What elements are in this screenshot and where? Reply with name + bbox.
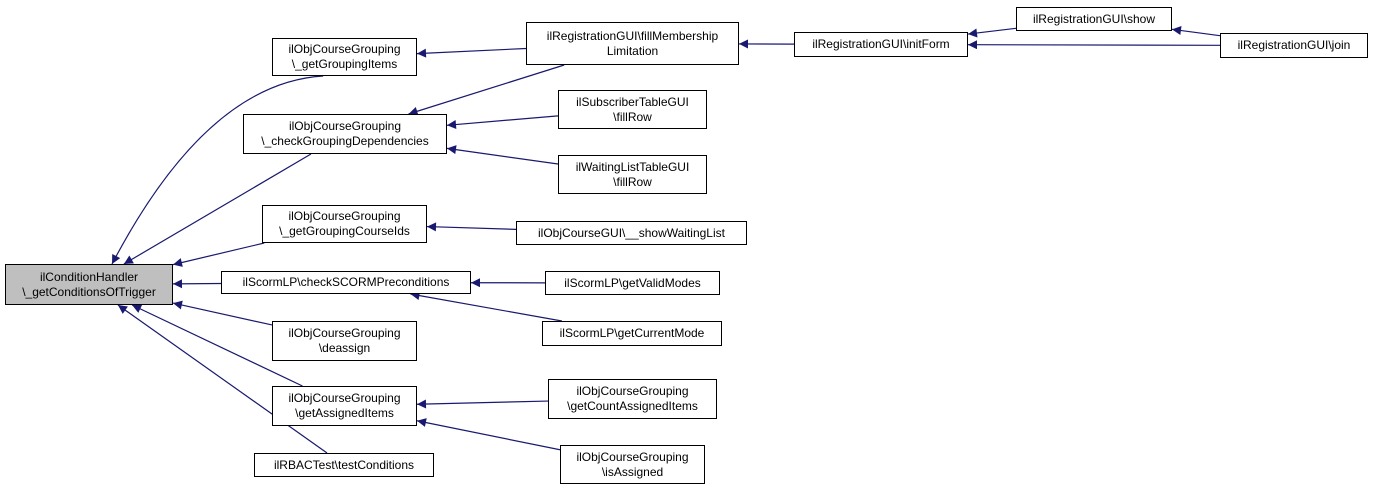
node-label-line: ilRegistrationGUI\show xyxy=(1032,11,1156,26)
node-check-grouping-dependencies[interactable]: ilObjCourseGrouping \_checkGroupingDepen… xyxy=(243,114,447,154)
edge-fillMembershipLimitation-to-getGroupingItems xyxy=(416,47,527,58)
edge-testConditions-to-root xyxy=(117,304,328,454)
edge-show-to-initForm xyxy=(967,27,1017,38)
node-get-current-mode[interactable]: ilScormLP\getCurrentMode xyxy=(542,321,722,346)
node-label-line: \_getGroupingCourseIds xyxy=(279,224,410,238)
node-label-line: ilRBACTest\testConditions xyxy=(273,457,415,472)
edge-fillMembershipLimitation-to-checkGroupingDependencies xyxy=(408,64,565,116)
node-label-line: ilRegistrationGUI\fillMembership xyxy=(546,28,719,43)
node-root[interactable]: ilConditionHandler \_getConditionsOfTrig… xyxy=(5,264,173,305)
node-waiting-fill-row[interactable]: ilWaitingListTableGUI \fillRow xyxy=(558,155,707,194)
node-label-line: ilObjCourseGrouping xyxy=(288,391,401,405)
node-label-line: ilScormLP\getValidModes xyxy=(564,275,701,290)
node-label-line: ilObjCourseGrouping xyxy=(288,326,401,340)
edge-deassign-to-root xyxy=(172,300,273,326)
node-show[interactable]: ilRegistrationGUI\show xyxy=(1016,7,1172,31)
node-subscriber-fill-row[interactable]: ilSubscriberTableGUI \fillRow xyxy=(558,90,707,129)
edge-isAssigned-to-getAssignedItems xyxy=(416,418,561,451)
node-get-grouping-items[interactable]: ilObjCourseGrouping \_getGroupingItems xyxy=(272,38,417,76)
edge-getCountAssignedItems-to-getAssignedItems xyxy=(416,399,549,409)
edge-join-to-initForm xyxy=(967,40,1221,50)
node-label-line: ilScormLP\getCurrentMode xyxy=(559,326,705,340)
node-label-line: ilSubscriberTableGUI xyxy=(576,94,689,109)
node-get-assigned-items[interactable]: ilObjCourseGrouping \getAssignedItems xyxy=(272,386,417,426)
node-label-line: ilObjCourseGrouping xyxy=(576,384,689,398)
node-label-line: ilRegistrationGUI\initForm xyxy=(812,37,950,51)
node-label-line: \_checkGroupingDependencies xyxy=(261,134,429,148)
node-label-line: ilWaitingListTableGUI xyxy=(575,159,690,174)
node-label-line: \fillRow xyxy=(613,109,652,124)
node-label-line: ilObjCourseGrouping xyxy=(288,209,401,223)
node-get-count-assigned-items[interactable]: ilObjCourseGrouping \getCountAssignedIte… xyxy=(548,379,717,419)
node-label-line: Limitation xyxy=(606,43,659,58)
node-label-line: \isAssigned xyxy=(601,464,664,479)
node-label-line: \_getConditionsOfTrigger xyxy=(22,284,156,299)
node-label-line: \_getGroupingItems xyxy=(291,57,398,71)
node-is-assigned[interactable]: ilObjCourseGrouping \isAssigned xyxy=(560,445,705,484)
edge-waitingFillRow-to-checkGroupingDependencies xyxy=(446,145,559,165)
edge-showWaitingList-to-getGroupingCourseIds xyxy=(426,222,517,232)
node-show-waiting-list[interactable]: ilObjCourseGUI\__showWaitingList xyxy=(516,221,747,245)
node-label-line: ilObjCourseGrouping xyxy=(288,119,402,133)
node-label-line: ilObjCourseGrouping xyxy=(288,42,401,56)
node-get-valid-modes[interactable]: ilScormLP\getValidModes xyxy=(545,271,720,295)
node-label-line: \fillRow xyxy=(613,174,652,189)
node-fill-membership-limitation[interactable]: ilRegistrationGUI\fillMembership Limitat… xyxy=(526,22,739,65)
edge-getAssignedItems-to-root xyxy=(131,304,303,387)
node-label-line: ilConditionHandler xyxy=(39,269,139,284)
node-check-scorm-preconditions[interactable]: ilScormLP\checkSCORMPreconditions xyxy=(221,271,471,294)
edge-getCurrentMode-to-checkSCORMPreconditions xyxy=(410,291,563,322)
edge-checkGroupingDependencies-to-root xyxy=(123,153,312,265)
edge-join-to-show xyxy=(1171,26,1221,37)
node-label-line: ilObjCourseGUI\__showWaitingList xyxy=(538,225,725,240)
node-label-line: ilScormLP\checkSCORMPreconditions xyxy=(242,275,450,289)
node-get-grouping-course-ids[interactable]: ilObjCourseGrouping \_getGroupingCourseI… xyxy=(262,205,427,243)
node-init-form[interactable]: ilRegistrationGUI\initForm xyxy=(794,32,968,57)
node-test-conditions[interactable]: ilRBACTest\testConditions xyxy=(254,453,434,477)
node-deassign[interactable]: ilObjCourseGrouping \deassign xyxy=(272,321,417,361)
node-join[interactable]: ilRegistrationGUI\join xyxy=(1220,33,1368,58)
edge-getGroupingItems-to-root xyxy=(111,75,324,265)
edge-subscriberFillRow-to-checkGroupingDependencies xyxy=(446,115,559,130)
node-label-line: ilRegistrationGUI\join xyxy=(1237,38,1351,52)
node-label-line: \getCountAssignedItems xyxy=(567,399,698,413)
edge-getGroupingCourseIds-to-root xyxy=(172,242,265,267)
node-label-line: \deassign xyxy=(318,341,371,355)
node-label-line: ilObjCourseGrouping xyxy=(576,449,689,464)
node-label-line: \getAssignedItems xyxy=(295,406,394,420)
